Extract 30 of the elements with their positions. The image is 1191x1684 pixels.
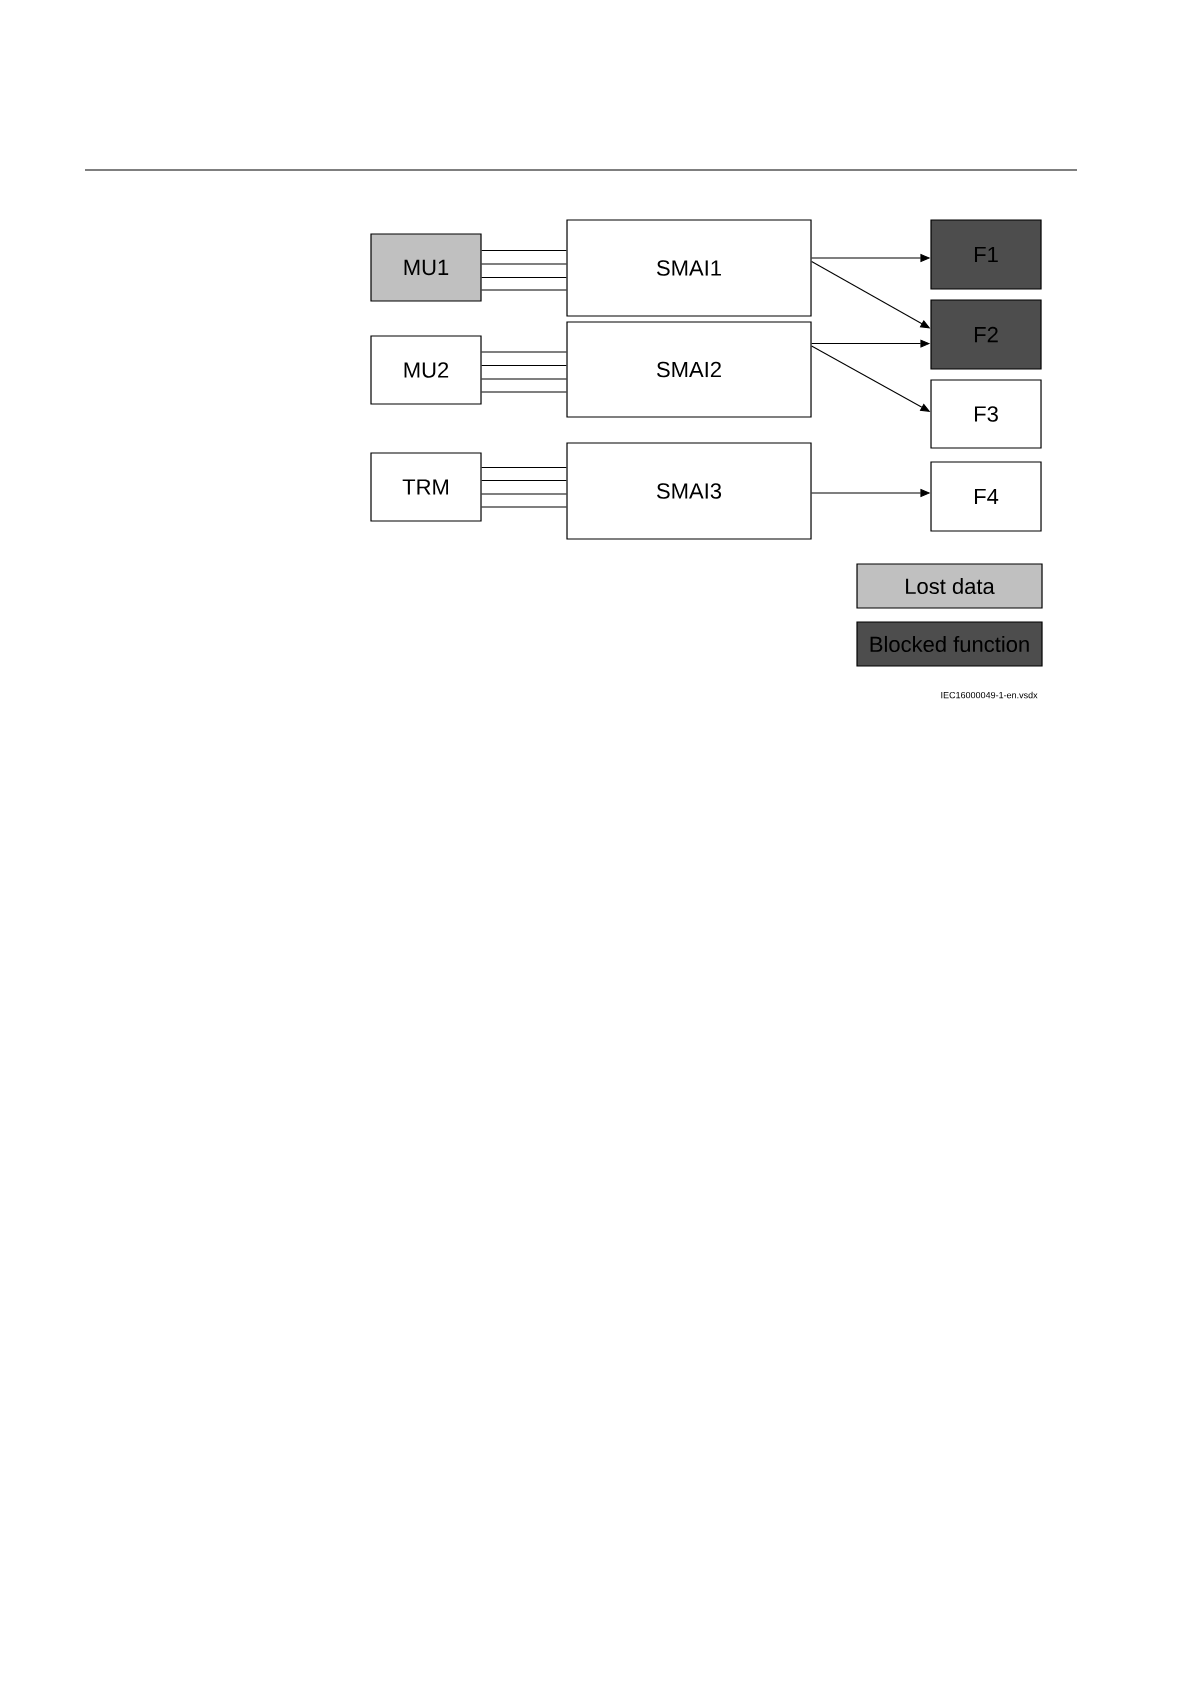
function-box: F2 <box>930 299 1042 370</box>
connector-line <box>481 506 567 508</box>
connector-line <box>481 378 567 380</box>
connector-line <box>481 351 567 353</box>
connector-line <box>481 250 567 251</box>
module-box: MU1 <box>370 233 482 302</box>
function-box: F3 <box>930 379 1042 449</box>
connector-line <box>481 480 567 481</box>
arrow <box>811 345 930 412</box>
function-box: F4 <box>930 461 1042 532</box>
connector-line <box>481 391 567 393</box>
connector-line <box>481 289 567 291</box>
legend-text: Blocked function <box>870 635 1029 653</box>
arrow <box>811 254 930 262</box>
connector-line <box>481 365 567 366</box>
module-box: TRM <box>370 452 482 522</box>
connector-line <box>481 277 567 278</box>
connector-line <box>481 493 567 495</box>
module-box: MU2 <box>370 335 482 405</box>
connector-line <box>481 467 567 468</box>
arrow <box>811 261 930 329</box>
figure-id: IEC16000049-1-en.vsdx <box>941 691 1038 699</box>
legend-text: Lost data <box>906 577 995 595</box>
block-box: SMAI1 <box>566 219 812 317</box>
arrow <box>811 489 930 497</box>
block-box: SMAI2 <box>566 321 812 418</box>
arrow <box>811 339 930 348</box>
block-box: SMAI3 <box>566 442 812 540</box>
connector-line <box>481 263 567 265</box>
function-box: F1 <box>930 219 1042 290</box>
